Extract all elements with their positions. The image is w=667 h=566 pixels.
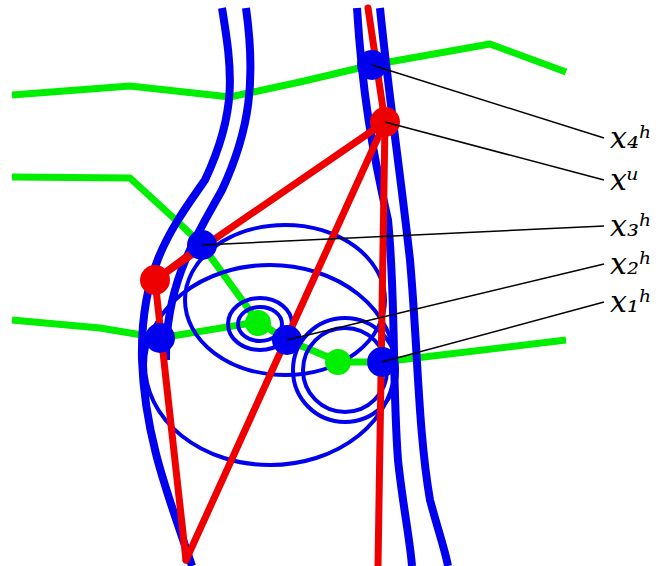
point-label: x₄ʰ (610, 123, 652, 153)
point-label: x₃ʰ (610, 211, 652, 241)
point-label: x₁ʰ (610, 287, 652, 317)
green-lines (12, 44, 566, 362)
red-skeleton (155, 8, 385, 566)
point-label: xᵘ (610, 165, 639, 195)
blue-contours (142, 8, 448, 566)
point-label: x₂ʰ (610, 249, 652, 279)
blue-joint-rings (145, 225, 397, 465)
joint-dots (140, 50, 400, 377)
leader-lines (202, 65, 604, 362)
